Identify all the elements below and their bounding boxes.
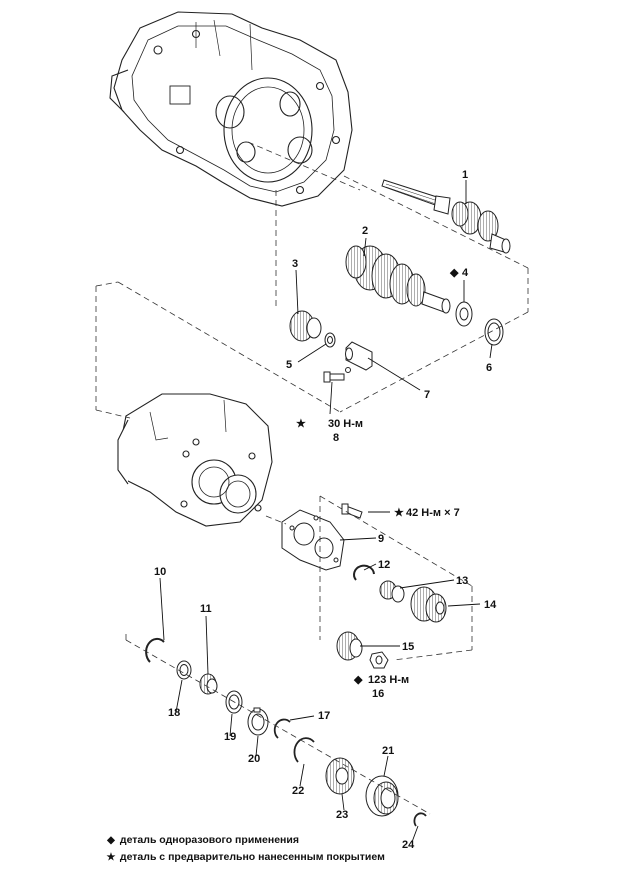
assembly-lines (95, 141, 529, 815)
part-label-5: 5 (286, 359, 292, 371)
legend-single-use: ◆ деталь одноразового применения (105, 832, 385, 849)
part-label-3: 3 (292, 258, 298, 270)
ring-part-18 (176, 660, 192, 680)
part-label-17: 17 (318, 710, 330, 722)
cover-plate-part-9 (281, 509, 345, 571)
diamond-icon: ◆ (107, 835, 115, 846)
hub-part-23 (325, 757, 355, 795)
snap-ring-part-22 (293, 737, 315, 763)
torque-symbol-9: ★ (394, 507, 404, 519)
bolt-part-9 (341, 503, 363, 519)
part-label-7: 7 (424, 389, 430, 401)
snap-ring-part-10 (145, 637, 165, 663)
part-label-10: 10 (154, 566, 166, 578)
torque-label-9: 42 Н-м × 7 (406, 507, 460, 519)
torque-symbol-8: ★ (296, 418, 306, 430)
pin-part-7 (345, 341, 373, 371)
part-label-18: 18 (168, 707, 180, 719)
needle-bearing-part-13 (379, 580, 405, 603)
legend-precoated: ★ деталь с предварительно нанесенным пок… (105, 849, 385, 866)
part-label-4: 4 (462, 267, 469, 279)
gear-part-15 (336, 631, 363, 661)
legend: ◆ деталь одноразового применения ★ детал… (105, 832, 385, 866)
part-label-6: 6 (486, 362, 492, 374)
snap-ring-part-12 (353, 564, 375, 581)
transmission-housing-lower (117, 393, 273, 527)
part-label-1: 1 (462, 169, 468, 181)
washer-part-5 (324, 332, 336, 348)
legend-precoated-text: деталь с предварительно нанесенным покры… (119, 851, 385, 863)
part-label-8: 8 (333, 432, 339, 444)
part-label-15: 15 (402, 641, 414, 653)
torque-label-8: 30 Н-м (328, 418, 363, 430)
snap-ring-part-17 (273, 718, 291, 739)
part-label-20: 20 (248, 753, 260, 765)
part-label-21: 21 (382, 745, 394, 757)
bolt-part-8 (323, 367, 351, 383)
bearing-part-4 (455, 301, 473, 327)
part-label-22: 22 (292, 785, 304, 797)
snap-ring-part-24 (413, 812, 427, 827)
part-label-9: 9 (378, 533, 384, 545)
part-label-19: 19 (224, 731, 236, 743)
part-label-14: 14 (484, 599, 497, 611)
part-label-24: 24 (402, 839, 415, 851)
ring-part-6 (484, 318, 504, 346)
torque-labels: ★ 30 Н-м ★ 42 Н-м × 7 ◆ 123 Н-м (296, 418, 460, 686)
part-label-12: 12 (378, 559, 390, 571)
input-shaft (381, 179, 511, 254)
gear-part-14 (410, 586, 447, 623)
torque-label-16: 123 Н-м (368, 674, 409, 686)
part-label-4-symbol: ◆ (449, 267, 459, 279)
part-label-23: 23 (336, 809, 348, 821)
torque-symbol-16: ◆ (353, 674, 363, 686)
leader-lines (159, 180, 493, 843)
part-labels: 1 2 3 ◆ 4 5 6 7 8 9 10 11 12 13 14 15 16… (154, 169, 497, 851)
star-icon: ★ (106, 852, 116, 863)
gear-part-3 (289, 310, 322, 342)
synchro-ring-part-20 (247, 707, 269, 736)
sleeve-part-21 (365, 775, 399, 817)
legend-single-use-text: деталь одноразового применения (119, 834, 299, 846)
part-label-16: 16 (372, 688, 384, 700)
transmission-housing-upper (109, 11, 353, 207)
output-shaft (345, 245, 451, 314)
part-label-2: 2 (362, 225, 368, 237)
part-label-11: 11 (200, 603, 212, 615)
nut-part-16 (369, 651, 389, 669)
part-label-13: 13 (456, 575, 468, 587)
